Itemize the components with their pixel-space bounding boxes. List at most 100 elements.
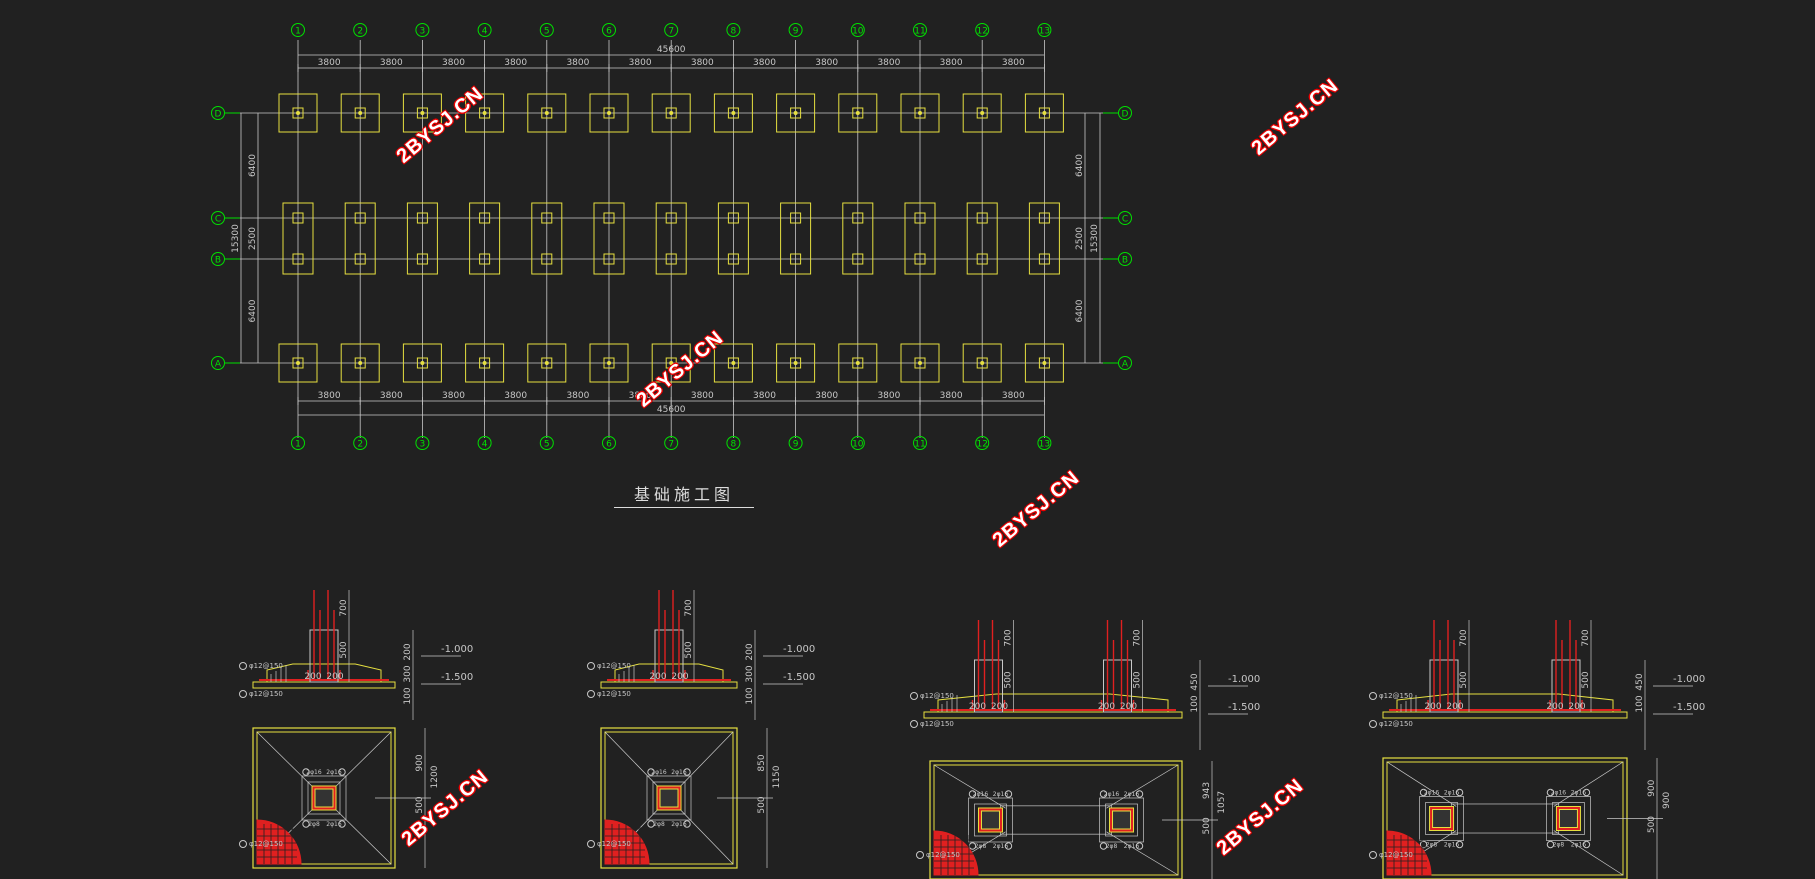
combined-footing: [1028, 202, 1060, 275]
dim-side: 200: [403, 643, 413, 660]
column-center: [731, 111, 736, 115]
column-stub: [292, 253, 304, 265]
column-stub: [665, 357, 677, 369]
column-stub: [541, 357, 553, 369]
dim-plan: 900: [415, 754, 425, 771]
axis-bubble: [291, 23, 305, 37]
dim-bay: 3800: [815, 391, 838, 401]
column-center: [482, 361, 487, 365]
rebar-label: 2φ8: [1553, 842, 1565, 849]
rebar-label: 2φ8: [1426, 842, 1438, 849]
column-center: [296, 111, 300, 115]
slope-line: [1553, 761, 1624, 807]
rebar-callout: φ12@150: [597, 662, 631, 670]
column-center: [358, 361, 363, 365]
pedestal-step: [1105, 803, 1138, 837]
column-center: [980, 111, 985, 115]
axis-label: 13: [1039, 440, 1050, 450]
combined-footing: [842, 202, 874, 275]
rebar-callout: φ12@150: [1379, 851, 1413, 859]
pedestal-step: [652, 781, 686, 815]
axis-bubble: [353, 436, 368, 450]
isolated-footing: [962, 343, 1002, 383]
column-outline: [1551, 659, 1581, 713]
column-center: [1042, 361, 1047, 365]
dim-bay: 3800: [504, 391, 527, 401]
isolated-footing: [713, 343, 753, 383]
dim-bay: 3800: [753, 391, 776, 401]
slope-line: [933, 764, 1006, 809]
callout: [1419, 840, 1428, 849]
dim-plan: 500: [757, 796, 767, 813]
rebar-callout: φ12@150: [597, 690, 631, 698]
elevation-top: -1.000: [783, 644, 815, 655]
dim-base: 200: [969, 702, 986, 712]
mesh-fill: [256, 819, 302, 865]
axis-bubble: [1037, 436, 1052, 450]
rebar-callout: φ12@150: [926, 851, 960, 859]
rebar-label: 2φ8: [1106, 843, 1118, 850]
rebar-label: 2φ16: [1124, 791, 1140, 798]
rebar-label: 2φ16: [306, 769, 322, 776]
dim-side: 300: [745, 665, 755, 682]
callout: [1455, 788, 1464, 797]
dim-bay: 3800: [1002, 58, 1025, 68]
axis-label: 11: [914, 27, 925, 37]
isolated-footing: [589, 343, 629, 383]
rebar-callout: φ12@150: [597, 840, 631, 848]
column-stub: [727, 357, 739, 369]
dim-bay: 3800: [877, 391, 900, 401]
rebar-label: 2φ16: [326, 769, 342, 776]
axis-label: A: [1122, 360, 1129, 370]
isolated-footing: [776, 93, 816, 133]
isolated-footing: [465, 343, 505, 383]
dim-plan: 1200: [430, 765, 440, 788]
column-center: [793, 361, 798, 365]
dim-col: 500: [1133, 671, 1143, 688]
dim-side: 100: [403, 687, 413, 704]
column-core: [1432, 809, 1452, 828]
dim-bay: 3800: [940, 391, 963, 401]
axis-bubble: [211, 356, 225, 370]
isolated-footing: [962, 93, 1002, 133]
isolated-footing: [465, 93, 505, 133]
column-stub: [354, 212, 366, 224]
pedestal-step: [974, 803, 1007, 837]
column-stub: [416, 107, 428, 119]
dim-col: 500: [1459, 671, 1469, 688]
column-stub: [354, 253, 366, 265]
rebar-callout: φ12@150: [249, 662, 283, 670]
column-stub: [292, 357, 304, 369]
dim-side: 100: [1190, 695, 1200, 712]
axis-bubble: [726, 23, 741, 37]
pedestal-outline: [1419, 796, 1464, 841]
dim-bay: 3800: [566, 58, 589, 68]
axis-bubble: [211, 106, 225, 120]
column-stub: [790, 253, 802, 265]
axis-label: 11: [914, 440, 925, 450]
callout: [239, 662, 247, 670]
footing-slab: [923, 711, 1183, 719]
dim-bay: 3800: [691, 391, 714, 401]
axis-bubble: [850, 436, 865, 450]
isolated-footing: [838, 93, 878, 133]
axis-label: 13: [1039, 27, 1050, 37]
rebar-label: 2φ16: [1444, 790, 1460, 797]
axis-bubble: [602, 436, 616, 450]
combined-footing: [593, 202, 625, 275]
combined-footing: [282, 202, 314, 275]
rebar-label: 2φ16: [993, 791, 1009, 798]
footing-pedestal: [266, 663, 382, 682]
column-stub: [292, 212, 304, 224]
dim-plan: 900: [1647, 779, 1657, 796]
column-center: [482, 111, 487, 115]
footing-slab: [1382, 711, 1628, 719]
axis-bubble: [1118, 252, 1132, 266]
elevation-top: -1.000: [1673, 674, 1705, 685]
callout: [1546, 788, 1555, 797]
dim-bay: 3800: [691, 58, 714, 68]
